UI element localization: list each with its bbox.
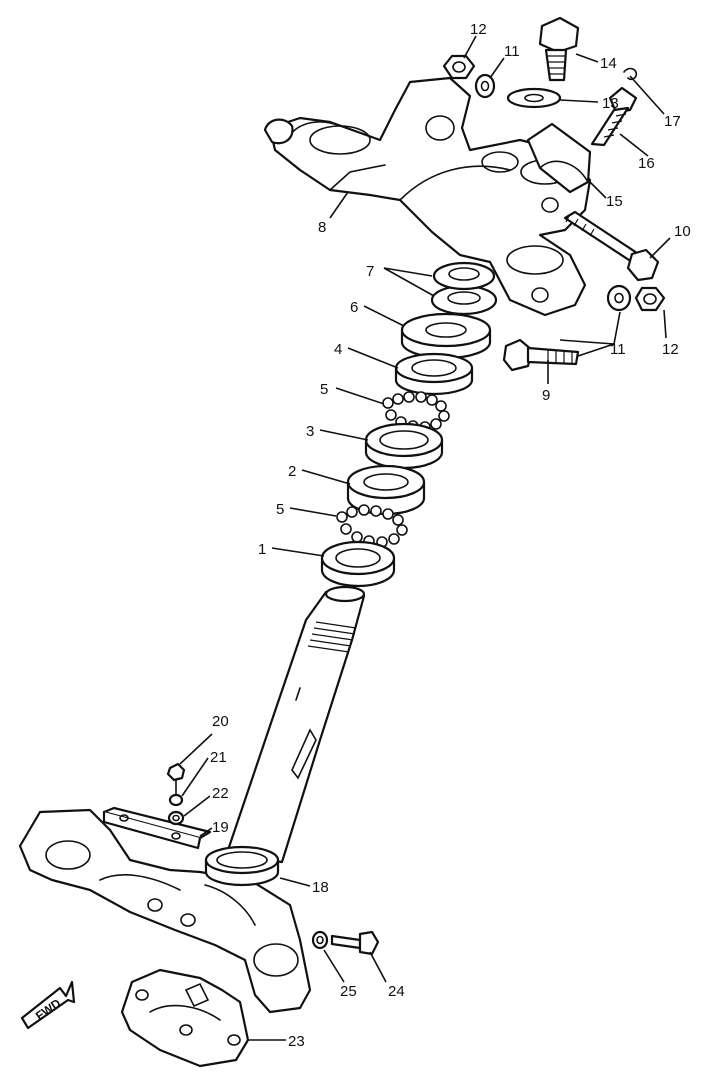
callout-2: 2 bbox=[288, 463, 296, 480]
callout-4: 4 bbox=[334, 341, 342, 358]
bolt-16 bbox=[590, 86, 638, 147]
washer-11-top bbox=[474, 73, 496, 99]
washer-13 bbox=[506, 87, 562, 109]
clip-17 bbox=[623, 67, 638, 81]
callout-22: 22 bbox=[212, 785, 229, 802]
nut-12-top bbox=[442, 54, 476, 80]
seal-18 bbox=[204, 845, 280, 887]
callout-20: 20 bbox=[212, 713, 229, 730]
bolt-14 bbox=[538, 16, 580, 82]
callout-12a: 12 bbox=[470, 21, 487, 38]
bolt-24 bbox=[330, 930, 380, 956]
callout-13: 13 bbox=[602, 95, 619, 112]
race-4 bbox=[394, 352, 474, 396]
callout-23: 23 bbox=[288, 1033, 305, 1050]
callout-6: 6 bbox=[350, 299, 358, 316]
plate-23 bbox=[120, 968, 250, 1068]
callout-17: 17 bbox=[664, 113, 681, 130]
fwd-arrow: FWD bbox=[20, 980, 76, 1030]
callout-14: 14 bbox=[600, 55, 617, 72]
callout-1: 1 bbox=[258, 541, 266, 558]
screw-20 bbox=[166, 762, 186, 797]
callout-18: 18 bbox=[312, 879, 329, 896]
callout-7: 7 bbox=[366, 263, 374, 280]
washer-11-right bbox=[606, 284, 632, 312]
callout-11a: 11 bbox=[504, 43, 520, 60]
race-3 bbox=[364, 422, 444, 470]
washer-21 bbox=[168, 793, 184, 807]
callout-9: 9 bbox=[542, 387, 550, 404]
plate-19 bbox=[102, 806, 212, 850]
washer-25 bbox=[311, 930, 329, 950]
callout-8: 8 bbox=[318, 219, 326, 236]
callout-25: 25 bbox=[340, 983, 357, 1000]
callout-11b: 11 bbox=[610, 341, 626, 358]
race-1 bbox=[320, 540, 396, 588]
bolt-9 bbox=[502, 338, 580, 372]
callout-21: 21 bbox=[210, 749, 227, 766]
bolt-10 bbox=[563, 210, 660, 282]
nut-12-right bbox=[634, 286, 666, 312]
callout-5b: 5 bbox=[276, 501, 284, 518]
leader-lines bbox=[179, 35, 671, 1041]
callout-16: 16 bbox=[638, 155, 655, 172]
clamp-15 bbox=[526, 122, 592, 194]
lower-bracket bbox=[18, 808, 312, 1014]
callout-19: 19 bbox=[212, 819, 229, 836]
callout-24: 24 bbox=[388, 983, 405, 1000]
callout-15: 15 bbox=[606, 193, 623, 210]
steering-stem bbox=[224, 585, 366, 864]
ring-nuts-7 bbox=[430, 261, 498, 316]
callout-10: 10 bbox=[674, 223, 691, 240]
nut-22 bbox=[167, 810, 185, 826]
callout-labels: 1 2 3 4 5 5 6 7 8 9 10 11 11 12 12 13 14… bbox=[210, 21, 691, 1050]
upper-bracket bbox=[263, 76, 592, 317]
callout-3: 3 bbox=[306, 423, 314, 440]
callout-5a: 5 bbox=[320, 381, 328, 398]
callout-12b: 12 bbox=[662, 341, 679, 358]
cover-6 bbox=[400, 312, 492, 360]
